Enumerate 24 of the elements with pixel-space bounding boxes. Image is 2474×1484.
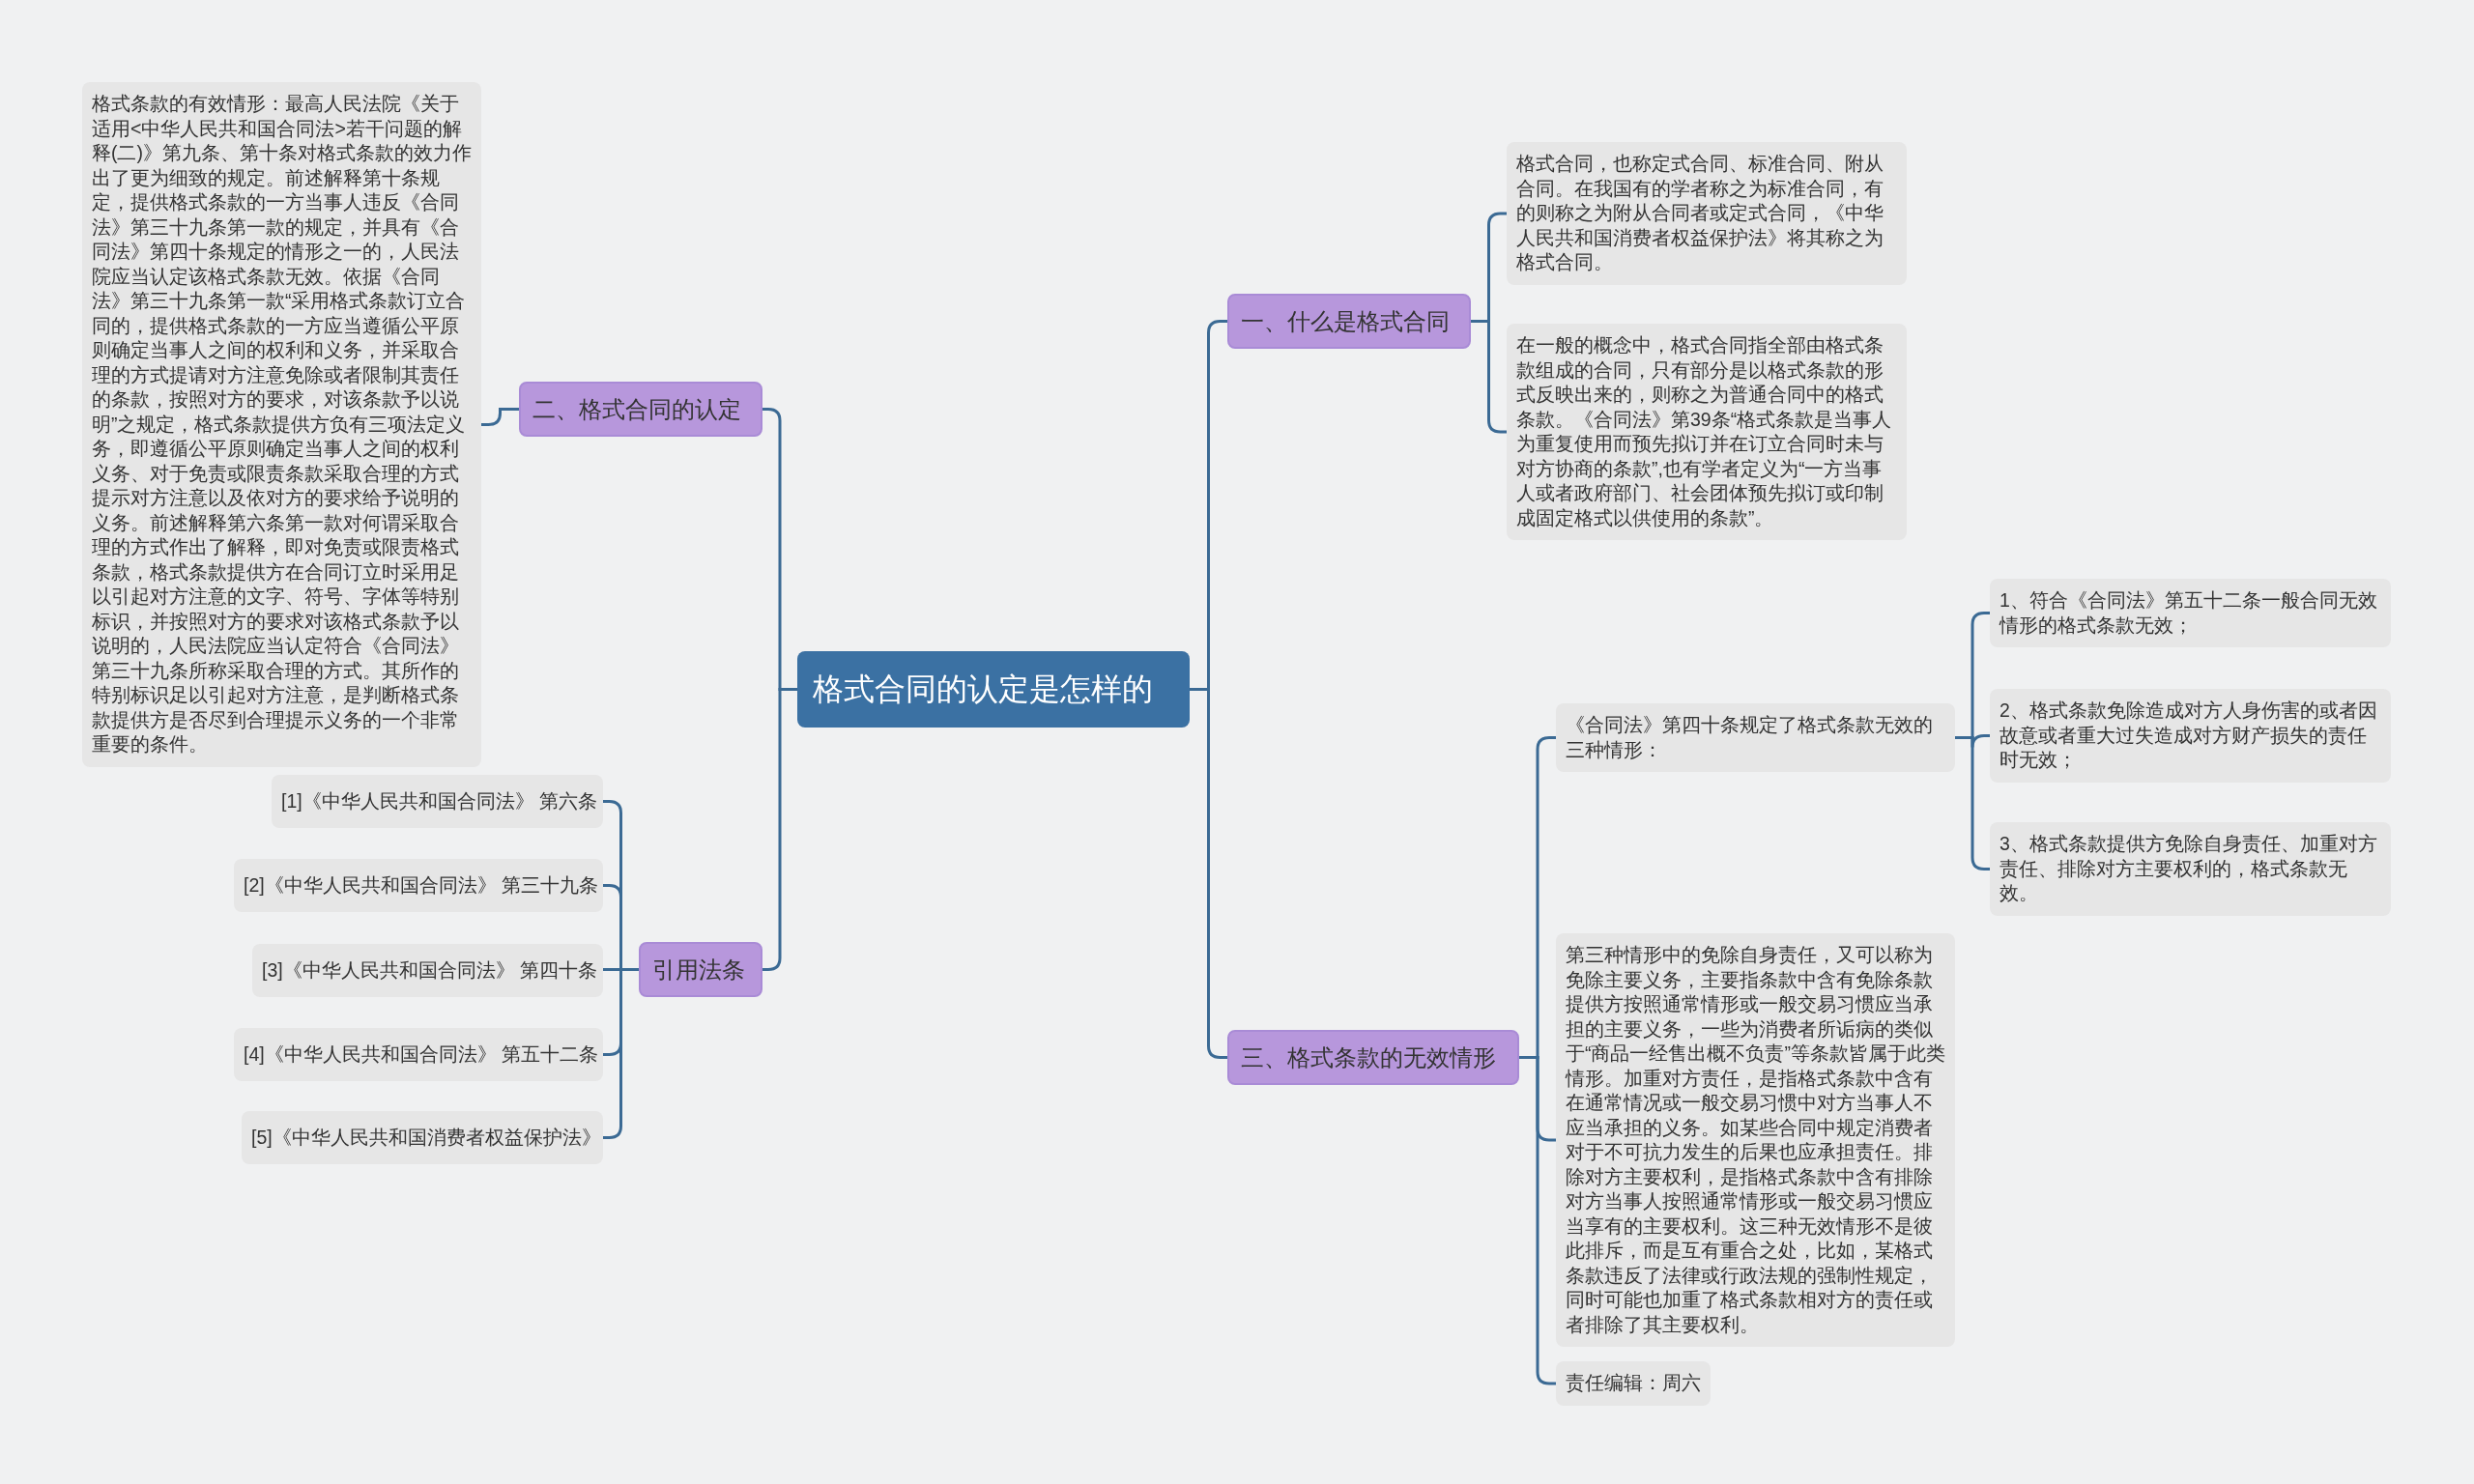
- text-card: 《合同法》第四十条规定了格式条款无效的三种情形：: [1556, 703, 1955, 772]
- connector-line: [1471, 320, 1507, 434]
- text-card: 2、格式条款免除造成对方人身伤害的或者因故意或者重大过失造成对方财产损失的责任时无效；: [1990, 689, 2391, 783]
- central-topic: 格式合同的认定是怎样的: [797, 651, 1190, 728]
- topic-box: 引用法条: [639, 942, 762, 997]
- text-card: 格式条款的有效情形：最高人民法院《关于适用<中华人民共和国合同法>若干问题的解释(二)》第九条、第十条对格式条款的效力作出了更为细致的规定。前述解释第十条规定，提供格式条款的一方当事人违反《合同法》第三十九条第一款的规定，并具有《合同法》第四十条规定的情形之一的，人民法院应当认定该格式条款无效。依据《合同法》第三十九条第一款“采用格式条款订立合同的，提供格式条款的一方应当遵循公平原则确定当事人之间的权利和义务，并采取合理的方式提请对方注意免除或者限制其责任的条款，按照对方的要求，对该条款予以说明”之规定，格式条款提供方负有三项法定义务，即遵循公平原则确定当事人之间的权利义务、对于免责或限责条款采取合理的方式提示对方注意以及依对方的要求给予说明的义务。前述解释第六条第一款对何谓采取合理的方式作出了解释，即对免责或限责格式条款，格式条款提供方在合同订立时采用足以引起对方注意的文字、符号、字体等特别标识，并按照对方的要求对该格式条款予以说明的，人民法院应当认定符合《合同法》第三十九条所称采取合理的方式。其所作的特别标识足以引起对方注意，是判断格式条款提供方是否尽到合理提示义务的一个非常重要的条件。: [82, 82, 481, 767]
- text-card: 格式合同，也称定式合同、标准合同、附从合同。在我国有的学者称之为标准合同，有的则称之为附从合同者或定式合同，《中华人民共和国消费者权益保护法》将其称之为格式合同。: [1507, 142, 1907, 285]
- connector-line: [1955, 736, 1990, 870]
- reference-card: [2]《中华人民共和国合同法》 第三十九条: [234, 859, 603, 912]
- text-card: 3、格式条款提供方免除自身责任、加重对方责任、排除对方主要权利的，格式条款无效。: [1990, 822, 2391, 916]
- connector-line: [1190, 688, 1227, 1059]
- reference-card: [1]《中华人民共和国合同法》 第六条: [272, 775, 603, 828]
- topic-box: 二、格式合同的认定: [519, 382, 762, 437]
- text-card: 第三种情形中的免除自身责任，又可以称为免除主要义务，主要指条款中含有免除条款提供方按照通常情形或一般交易习惯应当承担的主要义务，一些为消费者所诟病的类似于“商品一经售出概不负责”等条款皆属于此类情形。加重对方责任，是指格式条款中含有在通常情况或一般交易习惯中对方当事人不应当承担的义务。如某些合同中规定消费者对于不可抗力发生的后果也应承担责任。排除对方主要权利，是指格式条款中含有排除对方当事人按照通常情形或一般交易习惯应当享有的主要权利。这三种无效情形不是彼此排斥，而是互有重合之处，比如，某格式条款违反了法律或行政法规的强制性规定，同时可能也加重了格式条款相对方的责任或者排除了其主要权利。: [1556, 933, 1955, 1347]
- text-card: 1、符合《合同法》第五十二条一般合同无效情形的格式条款无效；: [1990, 579, 2391, 647]
- reference-card: [5]《中华人民共和国消费者权益保护法》: [242, 1111, 603, 1164]
- connector-line: [481, 408, 519, 426]
- connector-line: [603, 968, 639, 1139]
- topic-box: 三、格式条款的无效情形: [1227, 1030, 1519, 1085]
- reference-card: [3]《中华人民共和国合同法》 第四十条: [252, 944, 603, 997]
- text-card: 在一般的概念中，格式合同指全部由格式条款组成的合同，只有部分是以格式条款的形式反映出来的，则称之为普通合同中的格式条款。《合同法》第39条“格式条款是当事人为重复使用而预先拟订并在订立合同时未与对方协商的条款”,也有学者定义为“一方当事人或者政府部门、社会团体预先拟订或印制成固定格式以供使用的条款”。: [1507, 324, 1907, 540]
- text-card: 责任编辑：周六: [1556, 1361, 1711, 1406]
- reference-card: [4]《中华人民共和国合同法》 第五十二条: [234, 1028, 603, 1081]
- topic-box: 一、什么是格式合同: [1227, 294, 1471, 349]
